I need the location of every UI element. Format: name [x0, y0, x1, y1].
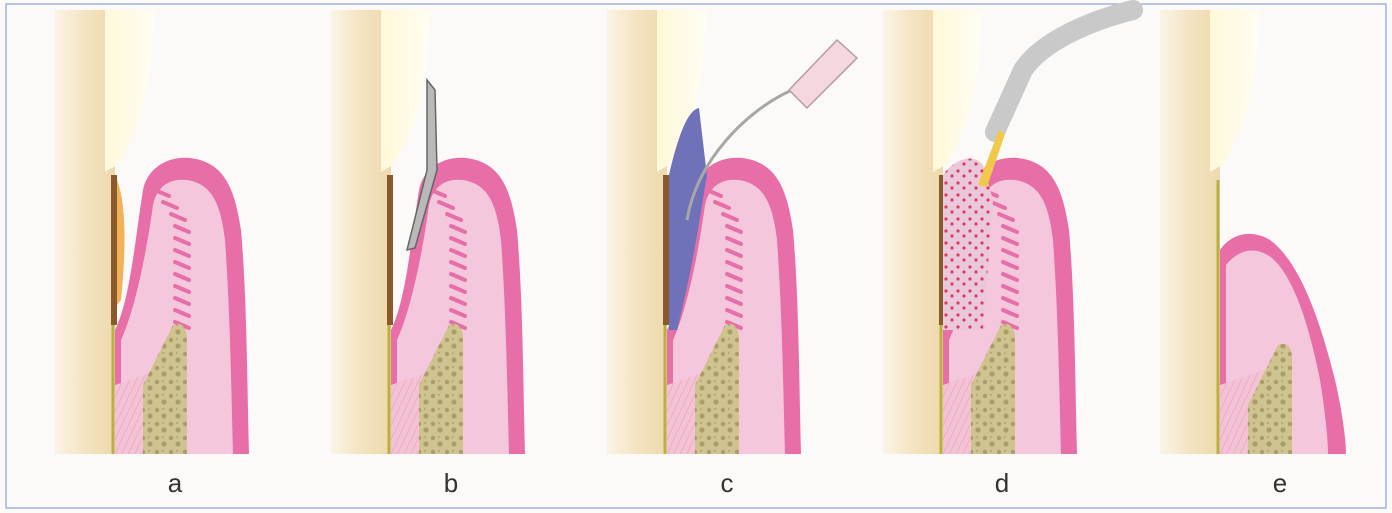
panel-c	[607, 10, 857, 454]
tooth-crown	[105, 10, 155, 172]
panel-label-c: c	[707, 468, 747, 499]
plaque-deposit	[117, 180, 124, 305]
panel-label-e: e	[1260, 468, 1300, 499]
panel-a	[55, 10, 249, 454]
syringe-body	[789, 40, 857, 108]
calculus-deposit	[387, 175, 393, 325]
panel-label-d: d	[982, 468, 1022, 499]
tooth-crown	[933, 10, 983, 172]
panel-label-a: a	[155, 468, 195, 499]
panel-label-b: b	[431, 468, 471, 499]
tooth-crown	[1210, 10, 1260, 172]
tooth-crown	[381, 10, 431, 172]
panel-b	[331, 10, 525, 454]
calculus-deposit	[663, 175, 669, 325]
panel-e	[1160, 10, 1346, 454]
panel-d	[883, 10, 1133, 454]
calculus-deposit	[111, 175, 117, 325]
panels-group	[55, 10, 1346, 454]
laser-handpiece	[995, 10, 1133, 132]
